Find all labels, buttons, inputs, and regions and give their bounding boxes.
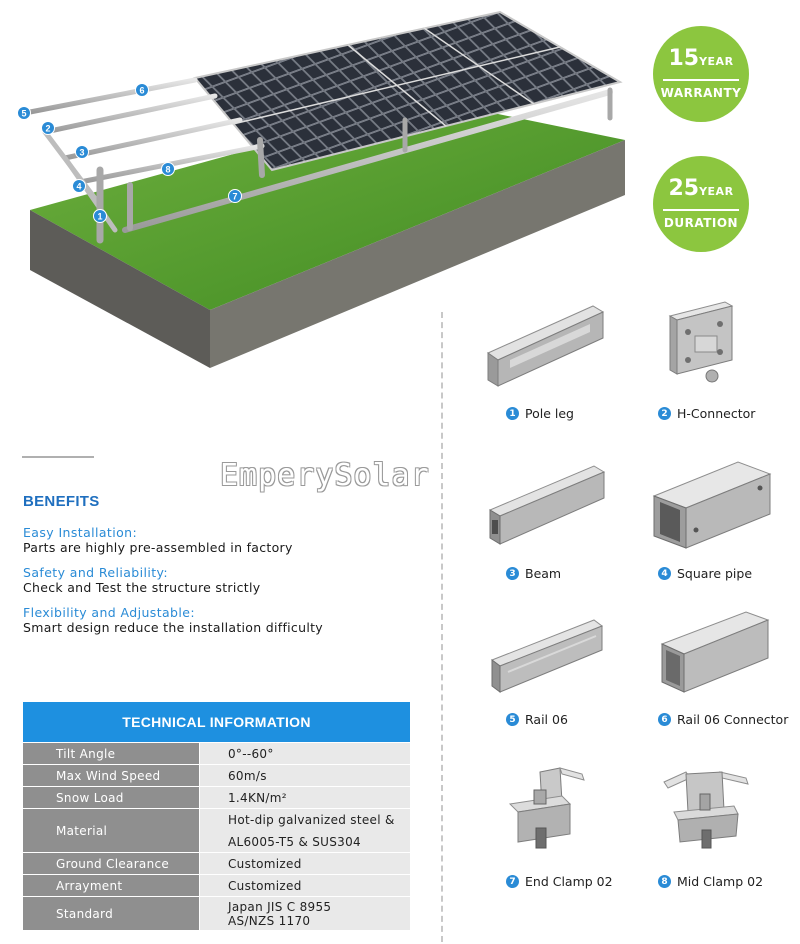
row-label: Max Wind Speed [23,765,199,786]
callout-7: 7 [228,189,242,203]
column-divider [441,312,443,942]
callout-1: 1 [93,209,107,223]
benefit-title: Easy Installation: [23,525,138,540]
h-connector-image [668,301,734,383]
row-label: Material [23,809,199,852]
callout-3: 3 [75,145,89,159]
row-value: 0°--60° [199,743,410,764]
duration-years: 25 [668,176,700,201]
technical-info-table: TECHNICAL INFORMATION Tilt Angle 0°--60°… [23,702,410,931]
benefit-title: Flexibility and Adjustable: [23,605,195,620]
pole-leg-image [486,305,605,387]
svg-text:7: 7 [232,192,237,202]
section-rule [22,456,94,458]
warranty-badge: 15YEAR WARRANTY [653,26,749,122]
square-pipe-image [652,461,772,549]
table-row: Material Hot-dip galvanized steel &AL600… [23,809,410,853]
row-label: Snow Load [23,787,199,808]
duration-label: DURATION [663,216,739,230]
benefit-desc: Parts are highly pre-assembled in factor… [23,540,293,555]
benefit-item: Safety and Reliability: Check and Test t… [23,565,423,595]
technical-info-heading: TECHNICAL INFORMATION [23,702,410,742]
warranty-label: WARRANTY [660,86,742,100]
rail-06-image [490,619,604,693]
svg-text:6: 6 [139,86,144,96]
svg-text:2: 2 [45,124,50,134]
table-row: Max Wind Speed 60m/s [23,765,410,787]
solar-mounting-illustration: 1 2 3 4 5 6 7 8 [17,10,625,368]
benefits-heading: BENEFITS [23,493,100,510]
callout-markers: 1 2 3 4 5 6 7 8 [17,83,242,223]
callout-2: 2 [41,121,55,135]
end-clamp-02-image [508,767,585,849]
ground-block [30,100,625,368]
benefit-desc: Check and Test the structure strictly [23,580,261,595]
benefit-desc: Smart design reduce the installation dif… [23,620,324,635]
solar-panel-array [193,10,623,172]
duration-unit: YEAR [699,185,734,198]
row-value: 1.4KN/m² [199,787,410,808]
mounting-frame [27,77,613,244]
duration-badge: 25YEAR DURATION [653,156,749,252]
row-label: Standard [23,897,199,930]
table-row: Ground Clearance Customized [23,853,410,875]
svg-text:3: 3 [79,148,84,158]
benefit-item: Easy Installation: Parts are highly pre-… [23,525,423,555]
row-label: Ground Clearance [23,853,199,874]
row-label: Arrayment [23,875,199,896]
svg-text:8: 8 [165,165,170,175]
warranty-years: 15 [668,46,700,71]
mid-clamp-02-image [663,771,749,849]
row-value: 60m/s [199,765,410,786]
beam-image [488,465,606,545]
benefit-title: Safety and Reliability: [23,565,169,580]
table-row: Tilt Angle 0°--60° [23,743,410,765]
row-value: Customized [199,853,410,874]
svg-text:5: 5 [21,109,26,119]
svg-text:1: 1 [97,212,102,222]
callout-6: 6 [135,83,149,97]
row-value: Hot-dip galvanized steel &AL6005-T5 & SU… [199,809,410,852]
table-row: Arrayment Customized [23,875,410,897]
benefit-item: Flexibility and Adjustable: Smart design… [23,605,423,635]
callout-4: 4 [72,179,86,193]
callout-8: 8 [161,162,175,176]
row-label: Tilt Angle [23,743,199,764]
warranty-unit: YEAR [699,55,734,68]
row-value: Customized [199,875,410,896]
brand-watermark: EmperySolar [220,458,430,493]
rail-06-connector-image [660,611,770,693]
svg-text:4: 4 [76,182,81,192]
table-row: Snow Load 1.4KN/m² [23,787,410,809]
callout-5: 5 [17,106,31,120]
